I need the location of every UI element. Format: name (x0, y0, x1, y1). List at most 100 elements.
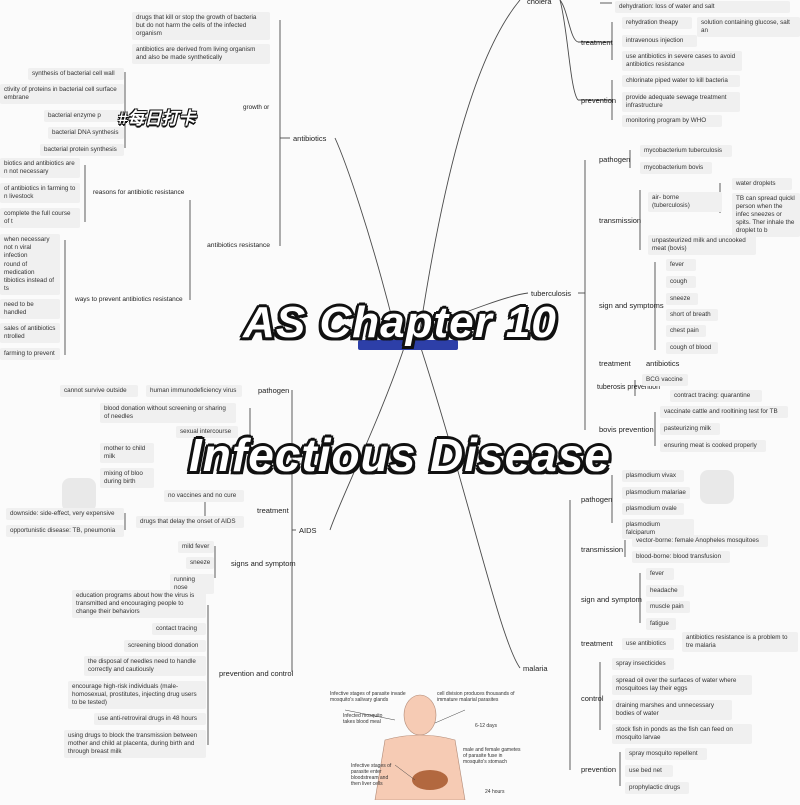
antibiotics-way: farming to prevent (0, 348, 60, 360)
tb-meat-cooked: ensuring meat is cooked properly (660, 440, 766, 452)
aids-block-transmission: using drugs to block the transmission be… (64, 730, 206, 758)
branch-tuberculosis: tuberculosis (531, 289, 572, 298)
tb-symptom: sneeze (666, 293, 698, 305)
tb-pasteurizing: pasteurizing milk (660, 423, 720, 435)
cholera-use-antibiotics: use antibiotics in severe cases to avoid… (622, 51, 742, 71)
cholera-treatment: treatment (581, 38, 613, 47)
cholera-prevention: prevention (581, 96, 617, 105)
malaria-pathogen: pathogen (581, 495, 613, 504)
checkin-sticker: #每日打卡 (118, 109, 196, 128)
antibiotics-growth-or: growth or (243, 104, 270, 111)
aids-cannot-survive: cannot survive outside (60, 385, 138, 397)
malaria-ovale: plasmodium ovale (622, 503, 684, 515)
antibiotics-dna: bacterial DNA synthesis (48, 127, 124, 139)
antibiotics-way: tibiotics instead of ts (0, 275, 60, 295)
antibiotics-ways: ways to prevent antibiotics resistance (75, 296, 183, 303)
lifecycle-label: cell division produces thousands of imma… (437, 691, 515, 703)
aids-anti-retroviral: use anti-retroviral drugs in 48 hours (94, 713, 206, 725)
cholera-monitoring: monitoring program by WHO (622, 115, 722, 127)
tb-symptom: short of breath (666, 309, 718, 321)
tb-spread: TB can spread quickl person when the inf… (732, 193, 800, 237)
title-line-1: AS Chapter 10 (243, 298, 557, 347)
tb-vaccinate-cattle: vaccinate cattle and rooltining test for… (660, 406, 788, 418)
central-topic-bar (358, 340, 458, 350)
malaria-falciparum: plasmodium falciparum (622, 519, 694, 539)
aids-sexual: sexual intercourse (176, 426, 238, 438)
tb-water-droplets: water droplets (732, 178, 792, 190)
tb-symptom: cough of blood (666, 342, 718, 354)
aids-mixing-blood: mixing of bloo during birth (100, 468, 154, 488)
human-body-illustration (344, 694, 466, 801)
malaria-symptom: muscle pain (646, 601, 690, 613)
malaria-blood-borne: blood-borne: blood transfusion (632, 551, 730, 563)
malaria-control: control (581, 694, 604, 703)
malaria-lifecycle-diagram: Infective stages of parasite invade mosq… (325, 685, 525, 801)
malaria-spray-insecticides: spray insecticides (612, 658, 674, 670)
cholera-sewage: provide adequate sewage treatment infras… (622, 92, 740, 112)
tb-sign: sign and symptoms (599, 301, 664, 310)
aids-downside: downside: side-effect, very expensive (6, 508, 124, 520)
antibiotics-reason: complete the full course of t (0, 208, 80, 228)
lifecycle-label: Infective stages of parasite enter blood… (351, 763, 392, 787)
malaria-draining: draining marshes and unnecessary bodies … (612, 700, 732, 720)
branch-cholera: cholera (527, 0, 552, 6)
antibiotics-derived: antibiotics are derived from living orga… (132, 44, 270, 64)
aids-pathogen: pathogen (258, 386, 290, 395)
tb-symptom: fever (666, 259, 696, 271)
malaria-prevention: prevention (581, 765, 617, 774)
aids-drugs-delay: drugs that delay the onset of AIDS (136, 516, 244, 528)
lifecycle-label: 6-12 days (475, 723, 497, 729)
aids-prevention-control: prevention and control (219, 669, 294, 678)
aids-symptom: mild fever (178, 541, 214, 553)
aids-no-vaccine: no vaccines and no cure (164, 490, 244, 502)
malaria-vivax: plasmodium vivax (622, 470, 684, 482)
cholera-rehydration: rehydration theapy (622, 17, 692, 29)
cholera-intravenous: intravenous injection (622, 35, 697, 47)
branch-aids: AIDS (299, 526, 317, 535)
tb-treatment: treatment (599, 359, 631, 368)
antibiotics-reason: of antibiotics in farming to n livestock (0, 183, 80, 203)
malaria-transmission: transmission (581, 545, 624, 554)
antibiotics-synthesis-wall: synthesis of bacterial cell wall (28, 68, 124, 80)
tb-milk: unpasteurized milk and uncooked meat (bo… (648, 235, 756, 255)
antibiotics-resistance: antibiotics resistance (207, 242, 271, 249)
malaria-use-antibiotics: use antibiotics (622, 638, 674, 650)
tb-symptom: chest pain (666, 325, 706, 337)
malaria-vector: vector-borne: female Anopheles mosquitoe… (632, 535, 768, 547)
aids-screening: screening blood donation (124, 640, 206, 652)
tb-airborne: air- borne (tuberculosis) (648, 192, 722, 212)
tb-myco-tuberculosis: mycobacterium tuberculosis (640, 145, 732, 157)
antibiotics-way: when necessary not n viral infection (0, 234, 60, 262)
cholera-dehydration: dehydration: loss of water and salt (615, 1, 790, 13)
antibiotics-reasons: reasons for antibiotic resistance (93, 189, 185, 196)
aids-needles: the disposal of needles need to handle c… (84, 656, 206, 676)
malaria-symptom: headache (646, 585, 684, 597)
antibiotics-way: round of medication (0, 259, 60, 279)
aids-treatment: treatment (257, 506, 289, 515)
antibiotics-enzyme: bacterial enzyme p (44, 110, 124, 122)
malaria-bed-net: use bed net (625, 765, 673, 777)
tb-tuberosis-prevention: tuberosis prevention (597, 384, 661, 391)
cholera-rehydration-solution: solution containing glucose, salt an (697, 17, 800, 37)
tb-bovis-prevention: bovis prevention (599, 425, 654, 434)
antibiotics-reason: biotics and antibiotics are n not necess… (0, 158, 80, 178)
malaria-symptom: fever (646, 568, 674, 580)
lifecycle-label: 24 hours (485, 789, 505, 795)
tb-transmission: transmission (599, 216, 642, 225)
malaria-treatment: treatment (581, 639, 613, 648)
lifecycle-label: Infected mosquito takes blood meal (343, 713, 383, 725)
cholera-chlorinate: chlorinate piped water to kill bacteria (622, 75, 740, 87)
title-line-2: Infectious Disease (189, 429, 611, 481)
malaria-stock-fish: stock fish in ponds as the fish can feed… (612, 724, 752, 744)
antibiotics-way: need to be handled (0, 299, 60, 319)
aids-signs: signs and symptom (231, 559, 296, 568)
malaria-repellent: spray mosquito repellent (625, 748, 707, 760)
antibiotics-activity-proteins: ctivity of proteins in bacterial cell su… (0, 84, 124, 104)
aids-hiv: human immunodeficiency virus (146, 385, 242, 397)
aids-contact-tracing: contact tracing (152, 623, 206, 635)
malaria-resistance-problem: antibiotics resistance is a problem to t… (682, 632, 798, 652)
malaria-symptom: fatigue (646, 618, 676, 630)
malaria-malariae: plasmodium malariae (622, 487, 690, 499)
lifecycle-label: male and female gametes of parasite fuse… (463, 747, 521, 765)
